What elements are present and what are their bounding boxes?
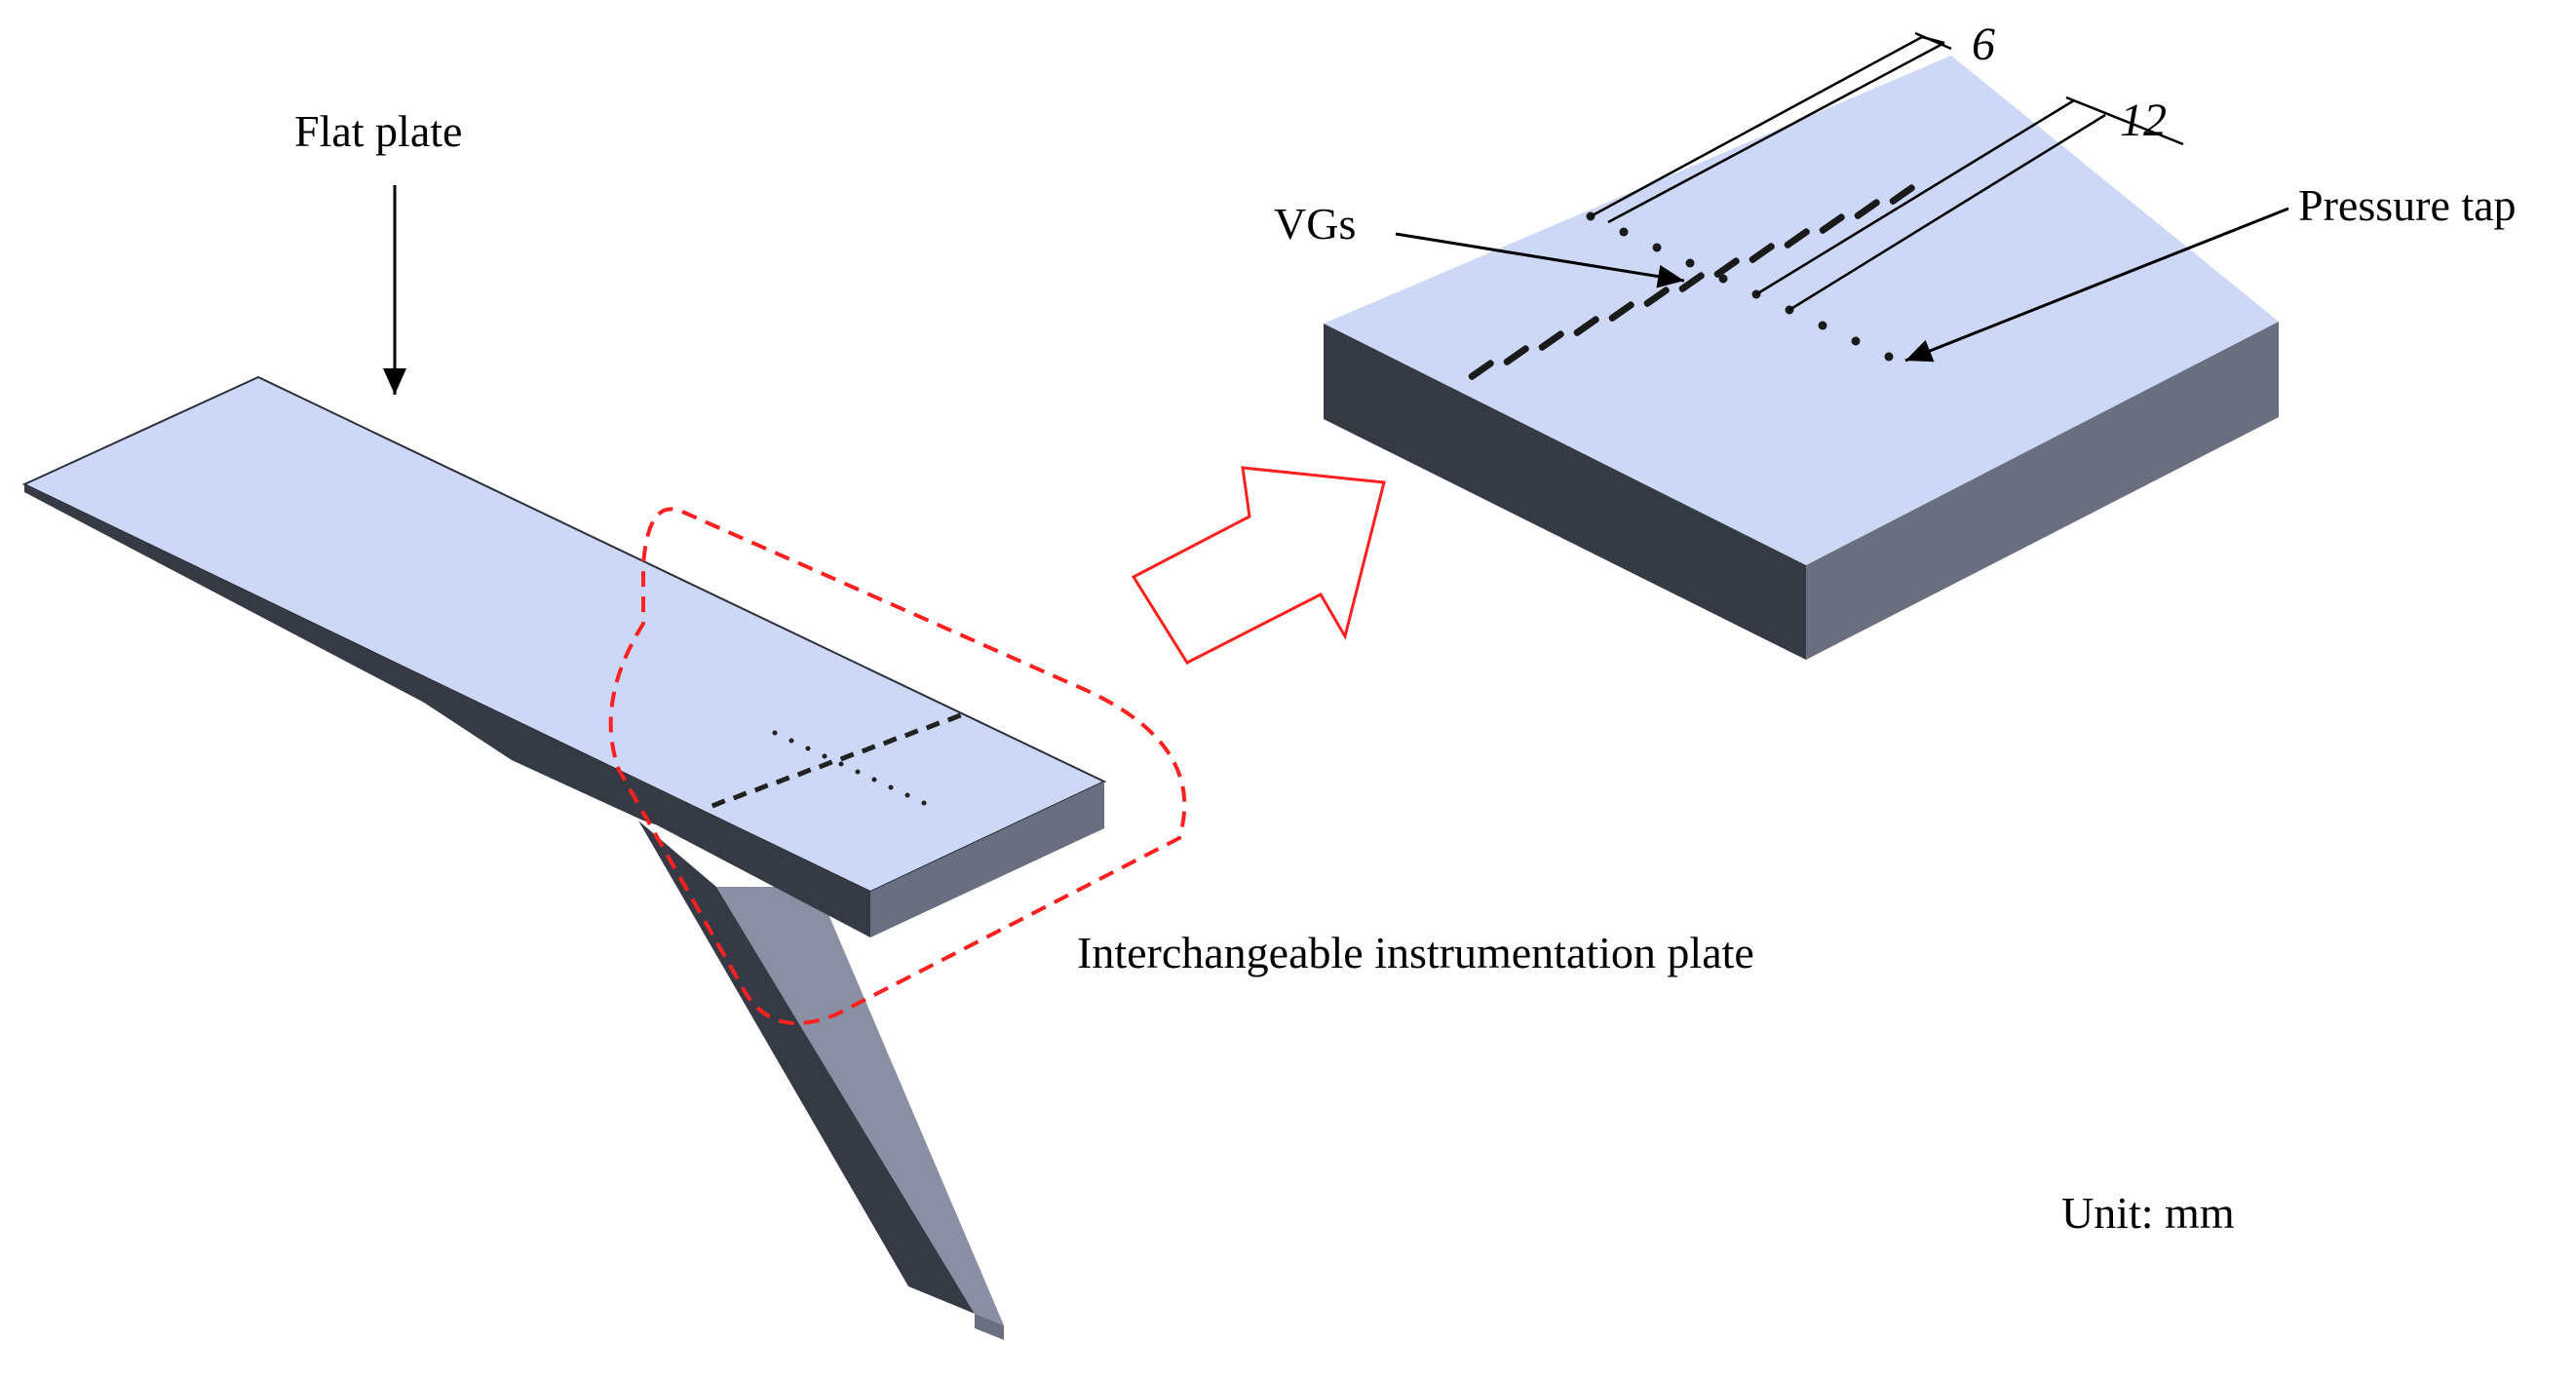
flat-plate-model <box>21 375 1187 1340</box>
label-dimension-6: 6 <box>1972 19 1995 70</box>
dimension-6 <box>1590 31 1952 224</box>
dimension-12 <box>1755 96 2184 312</box>
instrumentation-plate-zoom <box>1324 31 2289 660</box>
label-vgs: VGs <box>1274 199 1357 249</box>
highlight-dashed-region <box>608 507 1187 1025</box>
zoom-arrow <box>1131 466 1386 665</box>
zoom-vg-row <box>1468 184 1915 380</box>
strut-dark-face <box>638 821 975 1314</box>
plate-front-face <box>870 782 1104 937</box>
plate-top-face <box>21 375 1107 894</box>
strut-light-face <box>716 887 1004 1325</box>
zoom-top-face <box>1324 56 2279 565</box>
zoom-right-face <box>1806 322 2279 660</box>
left-vg-row <box>711 712 962 809</box>
label-unit: Unit: mm <box>2061 1188 2235 1238</box>
label-dimension-12: 12 <box>2120 95 2167 146</box>
label-pressure-tap: Pressure tap <box>2298 180 2517 230</box>
label-flat-plate: Flat plate <box>294 106 463 156</box>
strut-edge-face <box>975 1314 1004 1340</box>
plate-side-face <box>24 484 870 937</box>
pressure-tap-pointer <box>1904 207 2289 363</box>
vgs-pointer <box>1395 232 1685 288</box>
zoom-left-face <box>1324 324 1806 660</box>
label-instrumentation-plate: Interchangeable instrumentation plate <box>1077 928 1754 977</box>
left-pressure-taps <box>772 730 927 806</box>
